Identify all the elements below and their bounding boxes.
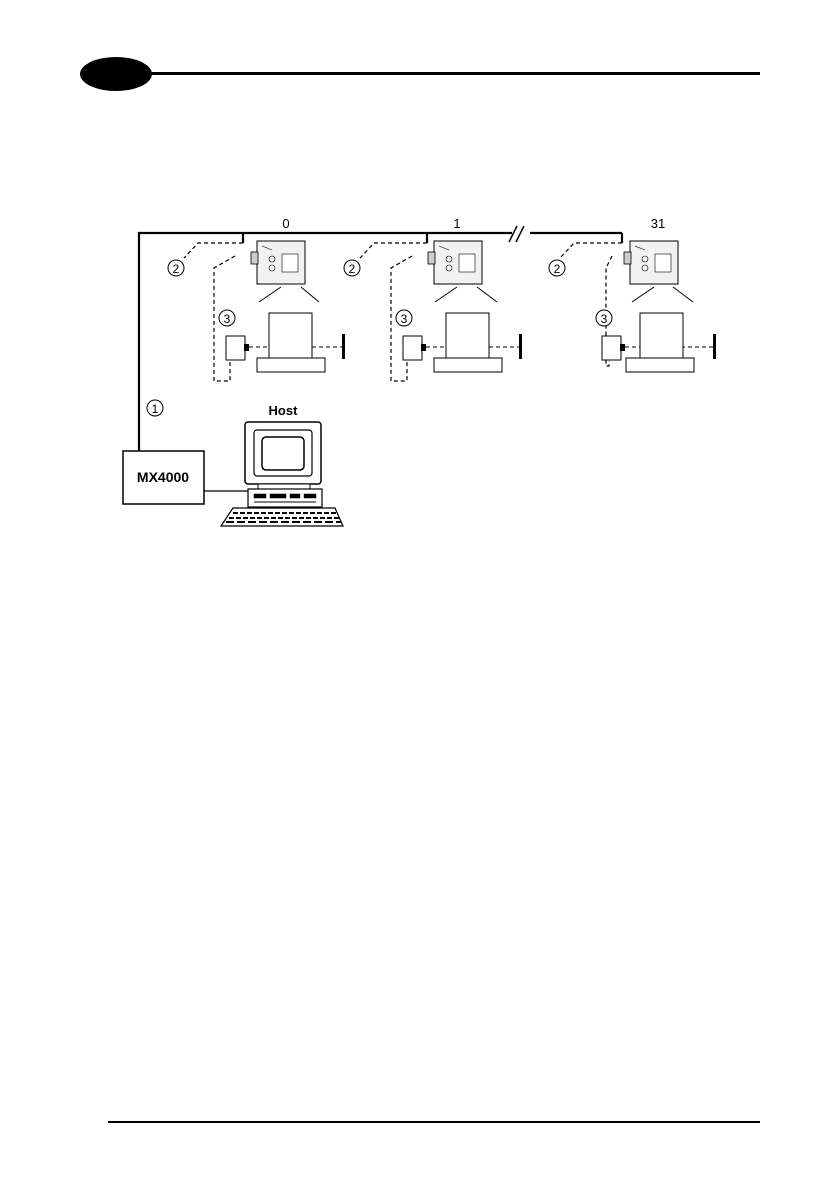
- footer-rule: [108, 1121, 760, 1123]
- mx4000-controller: MX4000: [123, 451, 204, 504]
- node-label-0: 0: [282, 216, 289, 231]
- photocell-icon: [602, 336, 625, 360]
- callout-3: 3: [601, 312, 608, 326]
- host-label: Host: [269, 403, 299, 418]
- photocell-icon: [403, 336, 426, 360]
- package-icon: [626, 313, 694, 372]
- callout-3: 3: [224, 312, 231, 326]
- host-computer-icon: [221, 422, 343, 526]
- scanner-icon: [251, 241, 305, 284]
- photocell-icon: [226, 336, 249, 360]
- callout-1: 1: [152, 402, 159, 416]
- node-label-1: 1: [453, 216, 460, 231]
- callout-2: 2: [349, 262, 356, 276]
- package-icon: [434, 313, 502, 372]
- reflector-icon: [342, 334, 345, 359]
- scanner-station-31: 2 3: [549, 241, 716, 372]
- callout-3: 3: [401, 312, 408, 326]
- reflector-icon: [713, 334, 716, 359]
- callout-2: 2: [554, 262, 561, 276]
- scanner-station-1: 2 3: [344, 241, 522, 381]
- callout-2: 2: [173, 262, 180, 276]
- scanner-icon: [428, 241, 482, 284]
- mx4000-label: MX4000: [137, 469, 189, 485]
- scanner-station-0: 2 3: [168, 241, 345, 381]
- package-icon: [257, 313, 325, 372]
- scanner-icon: [624, 241, 678, 284]
- reflector-icon: [519, 334, 522, 359]
- node-label-31: 31: [651, 216, 665, 231]
